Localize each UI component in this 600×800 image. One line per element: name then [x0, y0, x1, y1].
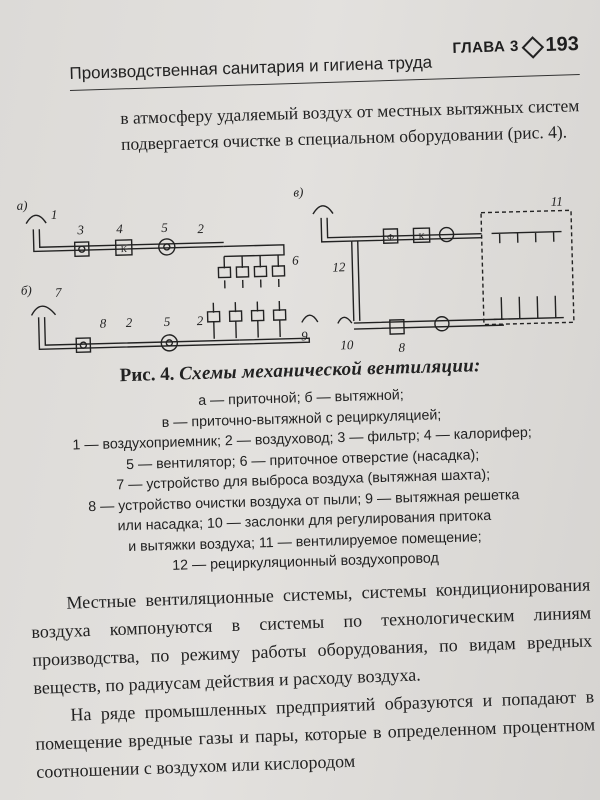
label-a: а): [16, 198, 27, 213]
filter-symbol: Ф: [387, 232, 394, 242]
figure-number: Рис. 4.: [119, 363, 175, 387]
num-3: 3: [76, 222, 84, 237]
num-6: 6: [292, 252, 299, 267]
page-header: Производственная санитария и гигиена тру…: [68, 33, 580, 91]
num-11: 11: [551, 194, 563, 209]
exhaust-grille-icon: [301, 314, 319, 323]
num-5b: 5: [164, 314, 171, 329]
num-2b: 2: [126, 315, 133, 330]
num-9: 9: [301, 328, 308, 343]
num-2: 2: [197, 221, 204, 236]
chapter-label: ГЛАВА 3: [452, 37, 520, 57]
heater-symbol: К: [418, 231, 425, 241]
num-12: 12: [332, 259, 346, 274]
exhaust-shaft-icon: [30, 305, 57, 316]
body-text: Местные вентиляционные системы, системы …: [30, 570, 596, 785]
supply-duct: [32, 229, 224, 253]
num-1: 1: [51, 207, 58, 222]
heater-symbol-a: К: [121, 244, 128, 254]
num-5: 5: [161, 220, 168, 235]
num-2c: 2: [197, 313, 204, 328]
ventilation-diagram: а) б) в) 1 3 4 5 2 6 7 8 2 5 2 9 12 10 8…: [16, 184, 575, 355]
fan-icon: [158, 238, 176, 256]
air-intake-icon: [25, 214, 47, 224]
filter-icon: [73, 241, 90, 258]
dust-cleaner-icon: [75, 337, 92, 354]
recirculation-duct: [351, 240, 361, 322]
figure-caption: Рис. 4. Схемы механической вентиляции: а…: [20, 352, 586, 580]
page-number: 193: [545, 33, 580, 57]
num-8b: 8: [398, 340, 405, 355]
diamond-icon: [521, 36, 545, 59]
paragraph: Местные вентиляционные системы, системы …: [31, 574, 593, 698]
intro-paragraph: в атмосферу удаляемый воздух от местных …: [120, 95, 580, 154]
label-v: в): [293, 184, 303, 199]
num-7: 7: [55, 285, 62, 300]
ventilated-room: [480, 209, 575, 326]
heater-icon: [114, 239, 133, 256]
label-b: б): [21, 282, 32, 297]
running-title: Производственная санитария и гигиена тру…: [69, 52, 433, 84]
num-8: 8: [100, 316, 107, 331]
num-10: 10: [340, 337, 354, 352]
num-4: 4: [116, 221, 123, 236]
